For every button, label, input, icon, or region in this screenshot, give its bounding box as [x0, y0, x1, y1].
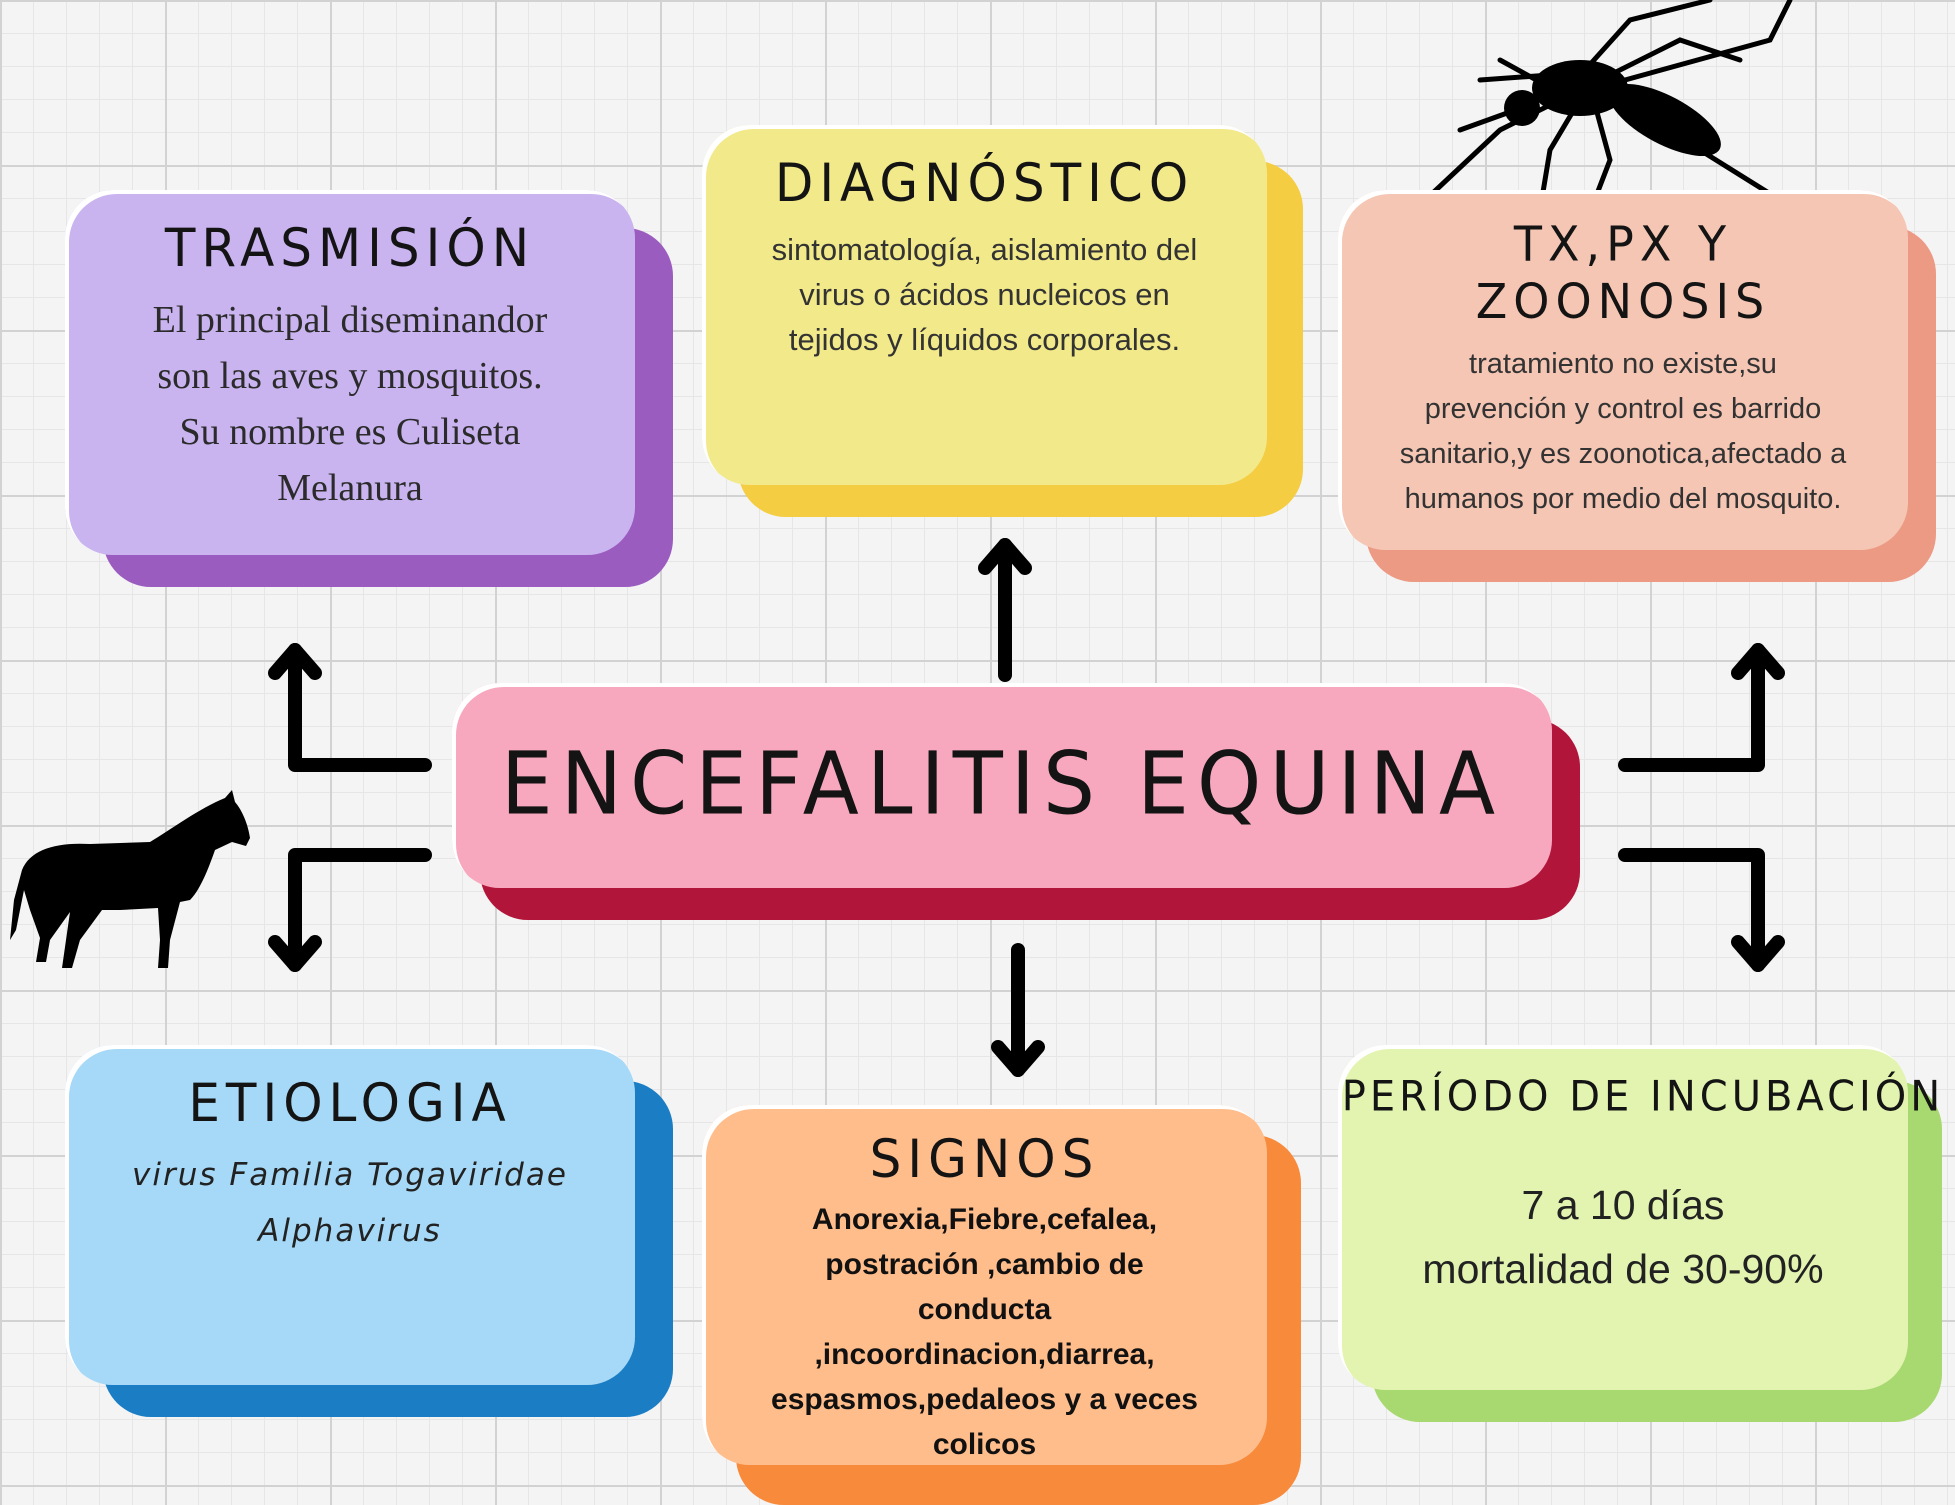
incubacion-text: 7 a 10 días mortalidad de 30-90%	[1422, 1182, 1824, 1292]
signos-card: SIGNOS Anorexia,Fiebre,cefalea, postraci…	[702, 1105, 1301, 1505]
incubacion-title: PERÍODO DE INCUBACIÓN	[1341, 1072, 1945, 1122]
incubacion-card: PERÍODO DE INCUBACIÓN 7 a 10 días mortal…	[1338, 1045, 1942, 1422]
tx-title: TX,PX Y ZOONOSIS	[1475, 215, 1771, 330]
center-title-card: ENCEFALITIS EQUINA	[452, 683, 1580, 920]
signos-title: SIGNOS	[869, 1128, 1100, 1190]
etiologia-title: ETIOLOGIA	[188, 1072, 512, 1134]
trasmision-text: El principal diseminandor son las aves y…	[152, 299, 548, 509]
signos-text: Anorexia,Fiebre,cefalea, postración ,cam…	[771, 1203, 1198, 1461]
diagnostico-card: DIAGNÓSTICO sintomatología, aislamiento …	[702, 125, 1303, 517]
etiologia-card: ETIOLOGIA virus Familia Togaviridae Alph…	[65, 1045, 673, 1417]
tx-card: TX,PX Y ZOONOSIS tratamiento no existe,s…	[1338, 190, 1936, 582]
trasmision-title: TRASMISIÓN	[164, 217, 536, 279]
horse-icon	[10, 790, 250, 968]
main-title: ENCEFALITIS EQUINA	[500, 734, 1504, 835]
etiologia-text: virus Familia Togaviridae Alphavirus	[132, 1157, 568, 1249]
tx-text: tratamiento no existe,su prevención y co…	[1399, 348, 1847, 516]
mosquito-icon	[1417, 0, 1793, 228]
diagnostico-text: sintomatología, aislamiento del virus o …	[771, 232, 1198, 357]
diagnostico-title: DIAGNÓSTICO	[774, 152, 1195, 214]
trasmision-card: TRASMISIÓN El principal diseminandor son…	[65, 190, 673, 587]
